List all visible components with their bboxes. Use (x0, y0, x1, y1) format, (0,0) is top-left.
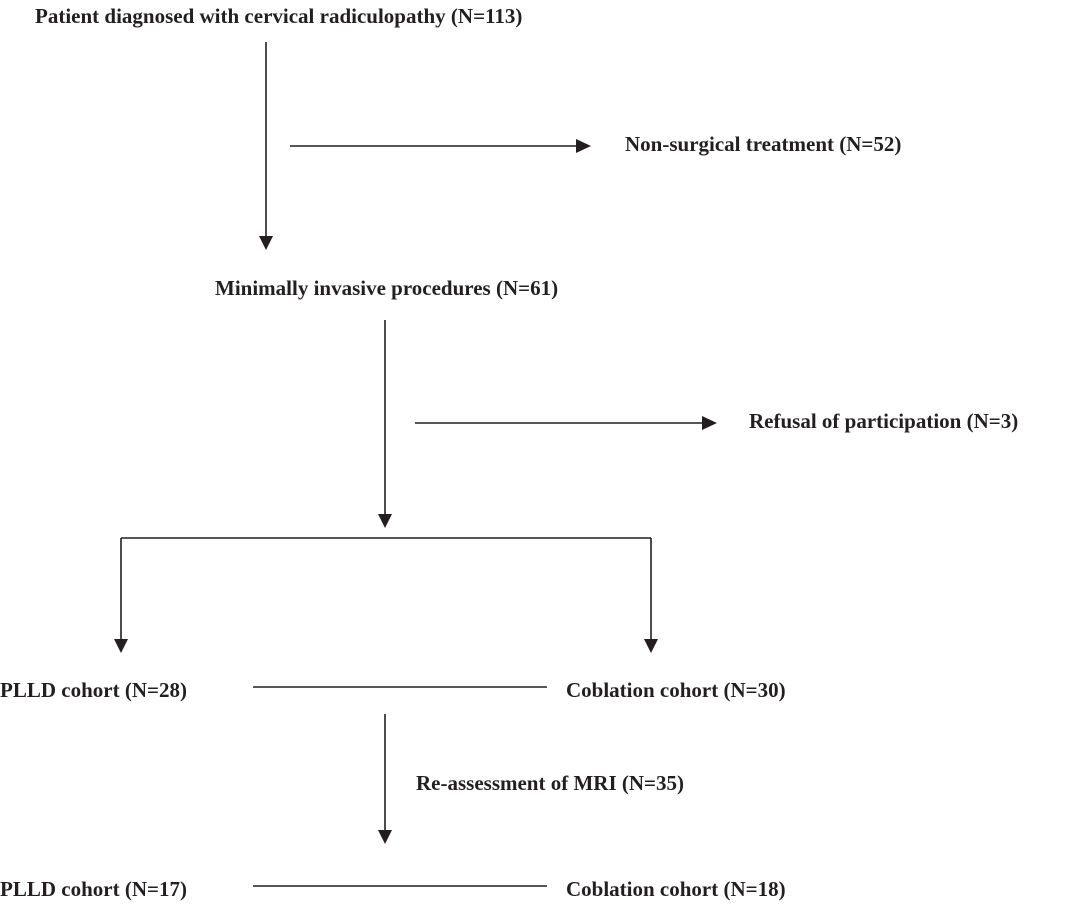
non-surgical-node-label: Non-surgical treatment (N=52) (625, 132, 902, 156)
plld-cohort-2-label: PLLD cohort (N=17) (0, 877, 187, 901)
root-node-label: Patient diagnosed with cervical radiculo… (35, 4, 523, 28)
arrowhead-mip (259, 236, 273, 250)
arrowhead-plld-1 (114, 639, 128, 653)
arrowhead-non-surgical (576, 139, 591, 153)
arrowhead-reassessment (378, 830, 392, 844)
coblation-cohort-1-label: Coblation cohort (N=30) (566, 678, 786, 702)
arrowhead-refusal (702, 416, 717, 430)
plld-cohort-1-label: PLLD cohort (N=28) (0, 678, 187, 702)
arrowhead-coblation-1 (644, 639, 658, 653)
arrowhead-split (378, 514, 392, 528)
minimally-invasive-node-label: Minimally invasive procedures (N=61) (215, 276, 559, 300)
refusal-node-label: Refusal of participation (N=3) (749, 409, 1019, 433)
reassessment-node-label: Re-assessment of MRI (N=35) (416, 771, 684, 795)
coblation-cohort-2-label: Coblation cohort (N=18) (566, 877, 786, 901)
